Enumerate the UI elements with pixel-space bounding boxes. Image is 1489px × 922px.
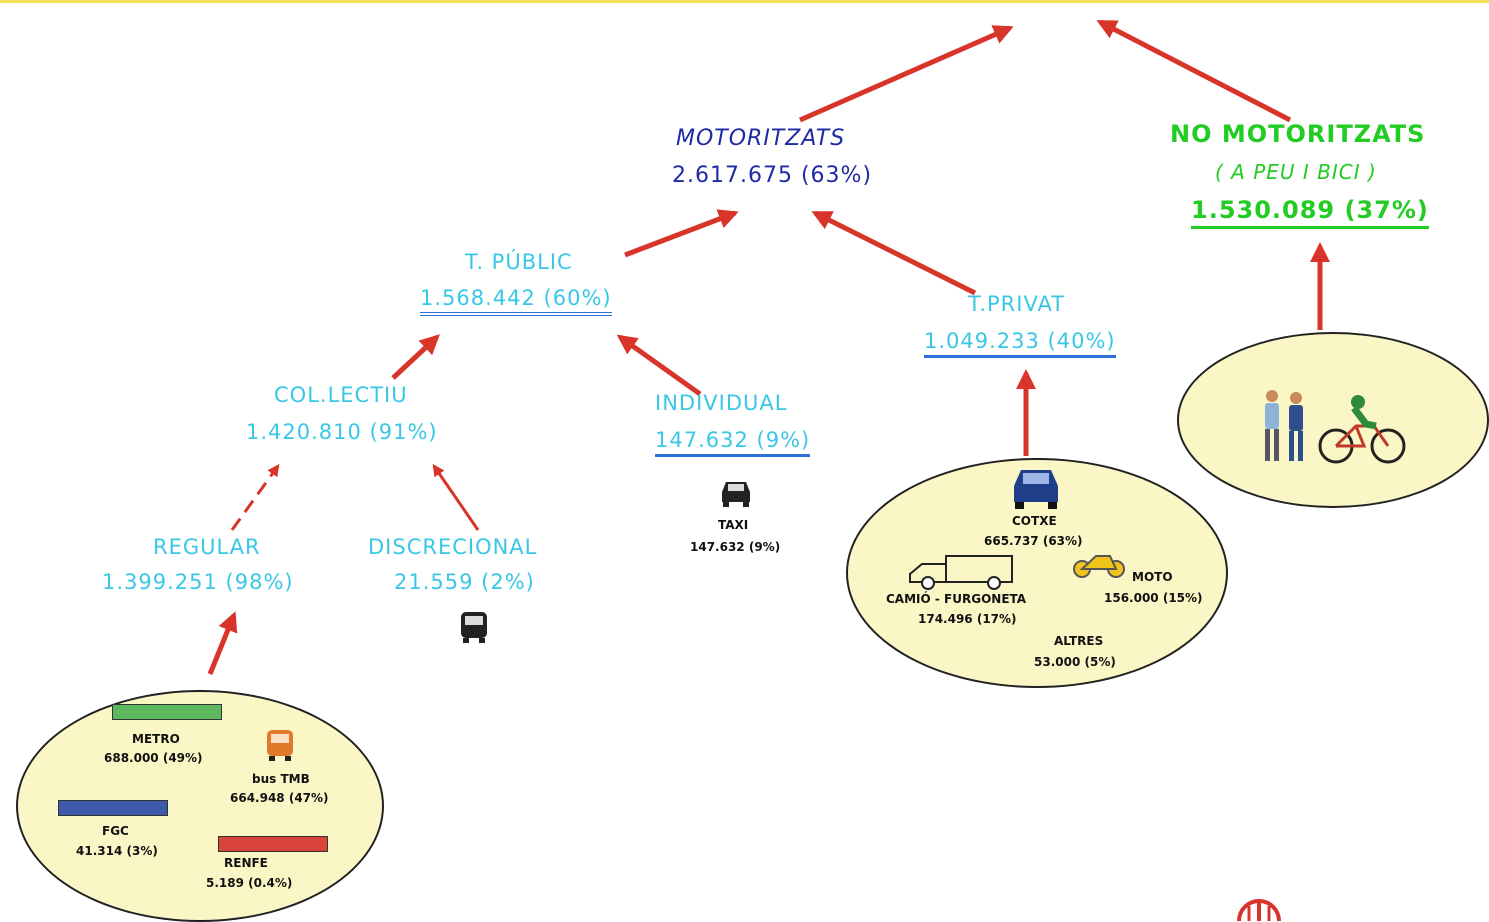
arrow-motoritzats-to-top bbox=[798, 25, 1014, 123]
no-motoritzats-sub: ( A PEU I BICI ) bbox=[1215, 160, 1377, 184]
moto-value: 156.000 (15%) bbox=[1104, 591, 1203, 605]
fgc-icon bbox=[58, 800, 168, 816]
renfe-icon bbox=[218, 836, 328, 852]
t-public-title: T. PÚBLIC bbox=[465, 250, 573, 274]
moto-label: MOTO bbox=[1132, 570, 1173, 584]
van-icon bbox=[909, 555, 1013, 590]
cyclist-icon bbox=[1318, 395, 1406, 464]
arrow-bubble-to-regular bbox=[207, 611, 238, 675]
renfe-label: RENFE bbox=[224, 856, 268, 870]
arrow-tpublic-to-motoritzats bbox=[624, 209, 739, 258]
altres-value: 53.000 (5%) bbox=[1034, 655, 1116, 669]
individual-title: INDIVIDUAL bbox=[655, 391, 788, 415]
collectiu-title: COL.LECTIU bbox=[274, 383, 408, 407]
fgc-value: 41.314 (3%) bbox=[76, 844, 158, 858]
motoritzats-value: 2.617.675 (63%) bbox=[672, 163, 873, 188]
collectiu-value: 1.420.810 (91%) bbox=[246, 420, 438, 444]
no-motoritzats-title: NO MOTORITZATS bbox=[1170, 120, 1426, 148]
arrow-discrecional-to-collectiu bbox=[432, 464, 480, 531]
no-motoritzats-value: 1.530.089 (37%) bbox=[1191, 196, 1429, 229]
taxi-icon bbox=[722, 482, 750, 507]
regular-title: REGULAR bbox=[153, 535, 261, 559]
motorbike-icon bbox=[1073, 555, 1125, 578]
discrecional-title: DISCRECIONAL bbox=[368, 535, 538, 559]
taxi-label: TAXI bbox=[718, 518, 749, 532]
non-motorised-bubble bbox=[1177, 332, 1489, 508]
bus-label: bus TMB bbox=[252, 772, 310, 786]
metro-value: 688.000 (49%) bbox=[104, 751, 203, 765]
camio-value: 174.496 (17%) bbox=[918, 612, 1017, 626]
individual-value: 147.632 (9%) bbox=[655, 428, 811, 457]
regular-value: 1.399.251 (98%) bbox=[102, 570, 294, 594]
fgc-label: FGC bbox=[102, 824, 129, 838]
pedestrians-icon bbox=[1265, 390, 1303, 461]
bus-value: 664.948 (47%) bbox=[230, 791, 329, 805]
renfe-value: 5.189 (0.4%) bbox=[206, 876, 293, 890]
city-bus-icon bbox=[267, 730, 293, 761]
altres-label: ALTRES bbox=[1054, 634, 1104, 648]
t-public-value: 1.568.442 (60%) bbox=[420, 286, 612, 316]
metro-icon bbox=[112, 704, 222, 720]
motoritzats-title: MOTORITZATS bbox=[676, 126, 846, 151]
bus-icon bbox=[461, 612, 487, 643]
metro-label: METRO bbox=[132, 732, 180, 746]
arrow-individual-to-tpublic bbox=[616, 334, 702, 397]
cotxe-value: 665.737 (63%) bbox=[984, 534, 1083, 548]
car-icon bbox=[1014, 470, 1058, 509]
arrow-regular-to-collectiu bbox=[230, 464, 280, 531]
arrow-nomotoritzats-to-top bbox=[1096, 19, 1292, 123]
cotxe-label: COTXE bbox=[1012, 514, 1057, 528]
t-privat-title: T.PRIVAT bbox=[968, 292, 1066, 316]
arrow-collectiu-to-tpublic bbox=[391, 334, 440, 380]
taxi-value: 147.632 (9%) bbox=[690, 540, 781, 554]
camio-label: CAMIÓ - FURGONETA bbox=[886, 592, 1027, 606]
top-border bbox=[0, 0, 1489, 3]
logo-icon bbox=[1237, 899, 1281, 921]
t-privat-value: 1.049.233 (40%) bbox=[924, 329, 1116, 358]
arrow-tprivat-to-motoritzats bbox=[811, 210, 977, 296]
discrecional-value: 21.559 (2%) bbox=[394, 570, 535, 594]
